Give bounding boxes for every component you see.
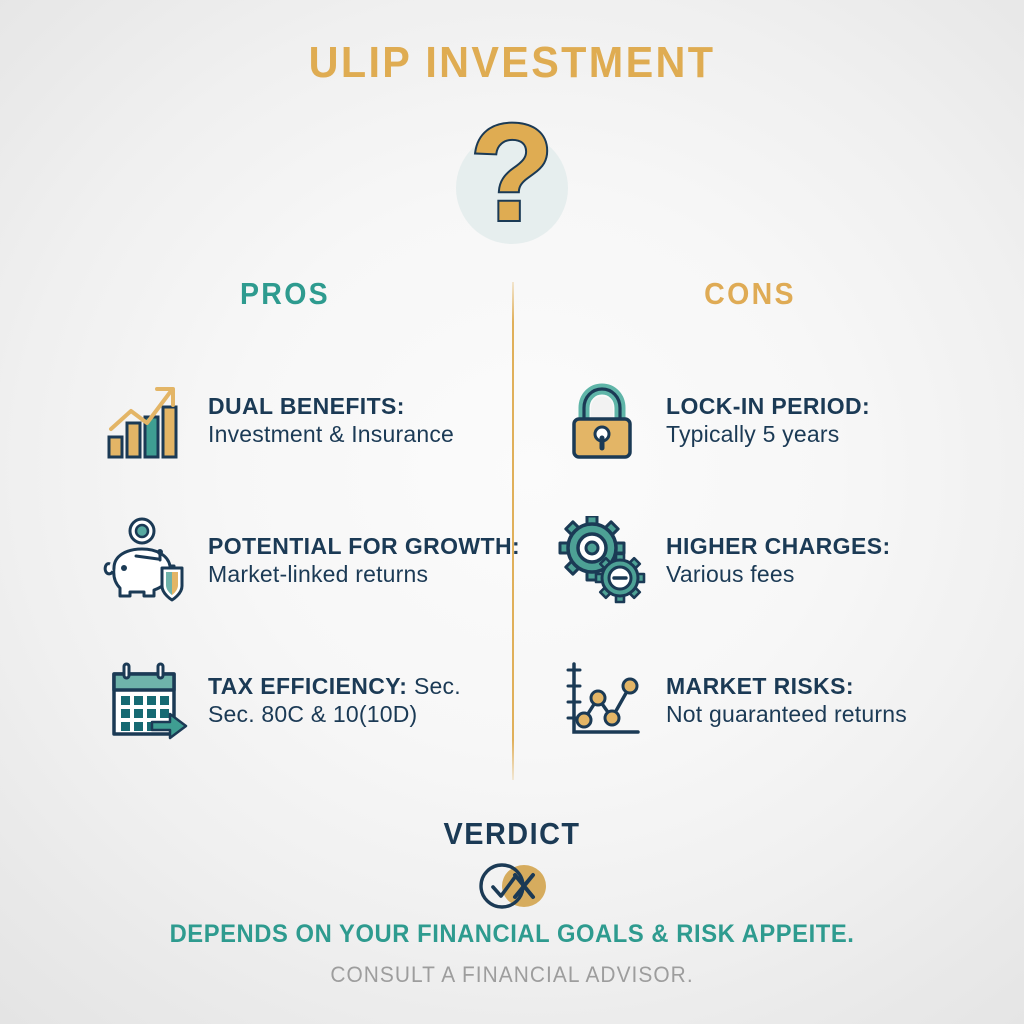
column-divider xyxy=(512,282,514,780)
verdict-statement: DEPENDS ON YOUR FINANCIAL GOALS & RISK A… xyxy=(169,920,855,948)
cons-item-text: HIGHER CHARGES: Various fees xyxy=(666,532,976,588)
pros-item-heading: TAX EFFICIENCY: xyxy=(208,672,408,699)
cons-item-text: MARKET RISKS: Not guaranteed returns xyxy=(666,672,976,728)
cons-item-heading: MARKET RISKS: xyxy=(666,672,854,699)
pros-item-heading-suffix: Sec. xyxy=(407,672,461,699)
cons-item-detail: Not guaranteed returns xyxy=(666,701,907,727)
bar-chart-growth-icon xyxy=(98,374,190,466)
pros-item-detail: Market-linked returns xyxy=(208,561,429,587)
check-and-cross-icon xyxy=(472,862,552,910)
padlock-icon xyxy=(556,374,648,466)
line-chart-volatility-icon xyxy=(556,654,648,746)
cons-item-market-risks: MARKET RISKS: Not guaranteed returns xyxy=(556,654,976,746)
verdict-title: VERDICT xyxy=(443,816,581,851)
pros-item-dual-benefits: DUAL BENEFITS: Investment & Insurance xyxy=(98,374,518,466)
cons-item-detail: Typically 5 years xyxy=(666,421,840,447)
piggy-bank-shield-icon xyxy=(98,514,190,606)
cons-item-heading: LOCK-IN PERIOD: xyxy=(666,392,871,419)
pros-item-text: POTENTIAL FOR GROWTH: Market-linked retu… xyxy=(208,532,520,588)
question-mark-icon: ? xyxy=(456,102,568,244)
question-mark-disc xyxy=(456,132,568,244)
cons-item-higher-charges: HIGHER CHARGES: Various fees xyxy=(556,514,976,606)
cons-item-text: LOCK-IN PERIOD: Typically 5 years xyxy=(666,392,976,448)
pros-item-heading-line: TAX EFFICIENCY: Sec. xyxy=(208,672,518,700)
pros-item-heading: DUAL BENEFITS: xyxy=(208,392,405,419)
pros-column-header: PROS xyxy=(239,276,331,311)
pros-item-detail: Investment & Insurance xyxy=(208,421,455,447)
pros-item-detail: Sec. 80C & 10(10D) xyxy=(208,701,418,727)
cons-item-detail: Various fees xyxy=(666,561,795,587)
pros-item-heading: POTENTIAL FOR GROWTH: xyxy=(208,532,521,559)
cons-item-lock-in-period: LOCK-IN PERIOD: Typically 5 years xyxy=(556,374,976,466)
pros-item-text: TAX EFFICIENCY: Sec. Sec. 80C & 10(10D) xyxy=(208,672,518,728)
pros-item-potential-growth: POTENTIAL FOR GROWTH: Market-linked retu… xyxy=(98,514,520,606)
question-mark-glyph: ? xyxy=(468,96,556,250)
pros-item-tax-efficiency: TAX EFFICIENCY: Sec. Sec. 80C & 10(10D) xyxy=(98,654,518,746)
verdict-disclaimer: CONSULT A FINANCIAL ADVISOR. xyxy=(330,962,694,987)
calendar-arrow-icon xyxy=(98,654,190,746)
cons-column-header: CONS xyxy=(704,276,796,311)
page-title: ULIP INVESTMENT xyxy=(308,38,716,87)
pros-item-text: DUAL BENEFITS: Investment & Insurance xyxy=(208,392,518,448)
cons-item-heading: HIGHER CHARGES: xyxy=(666,532,891,559)
gears-icon xyxy=(556,514,648,606)
